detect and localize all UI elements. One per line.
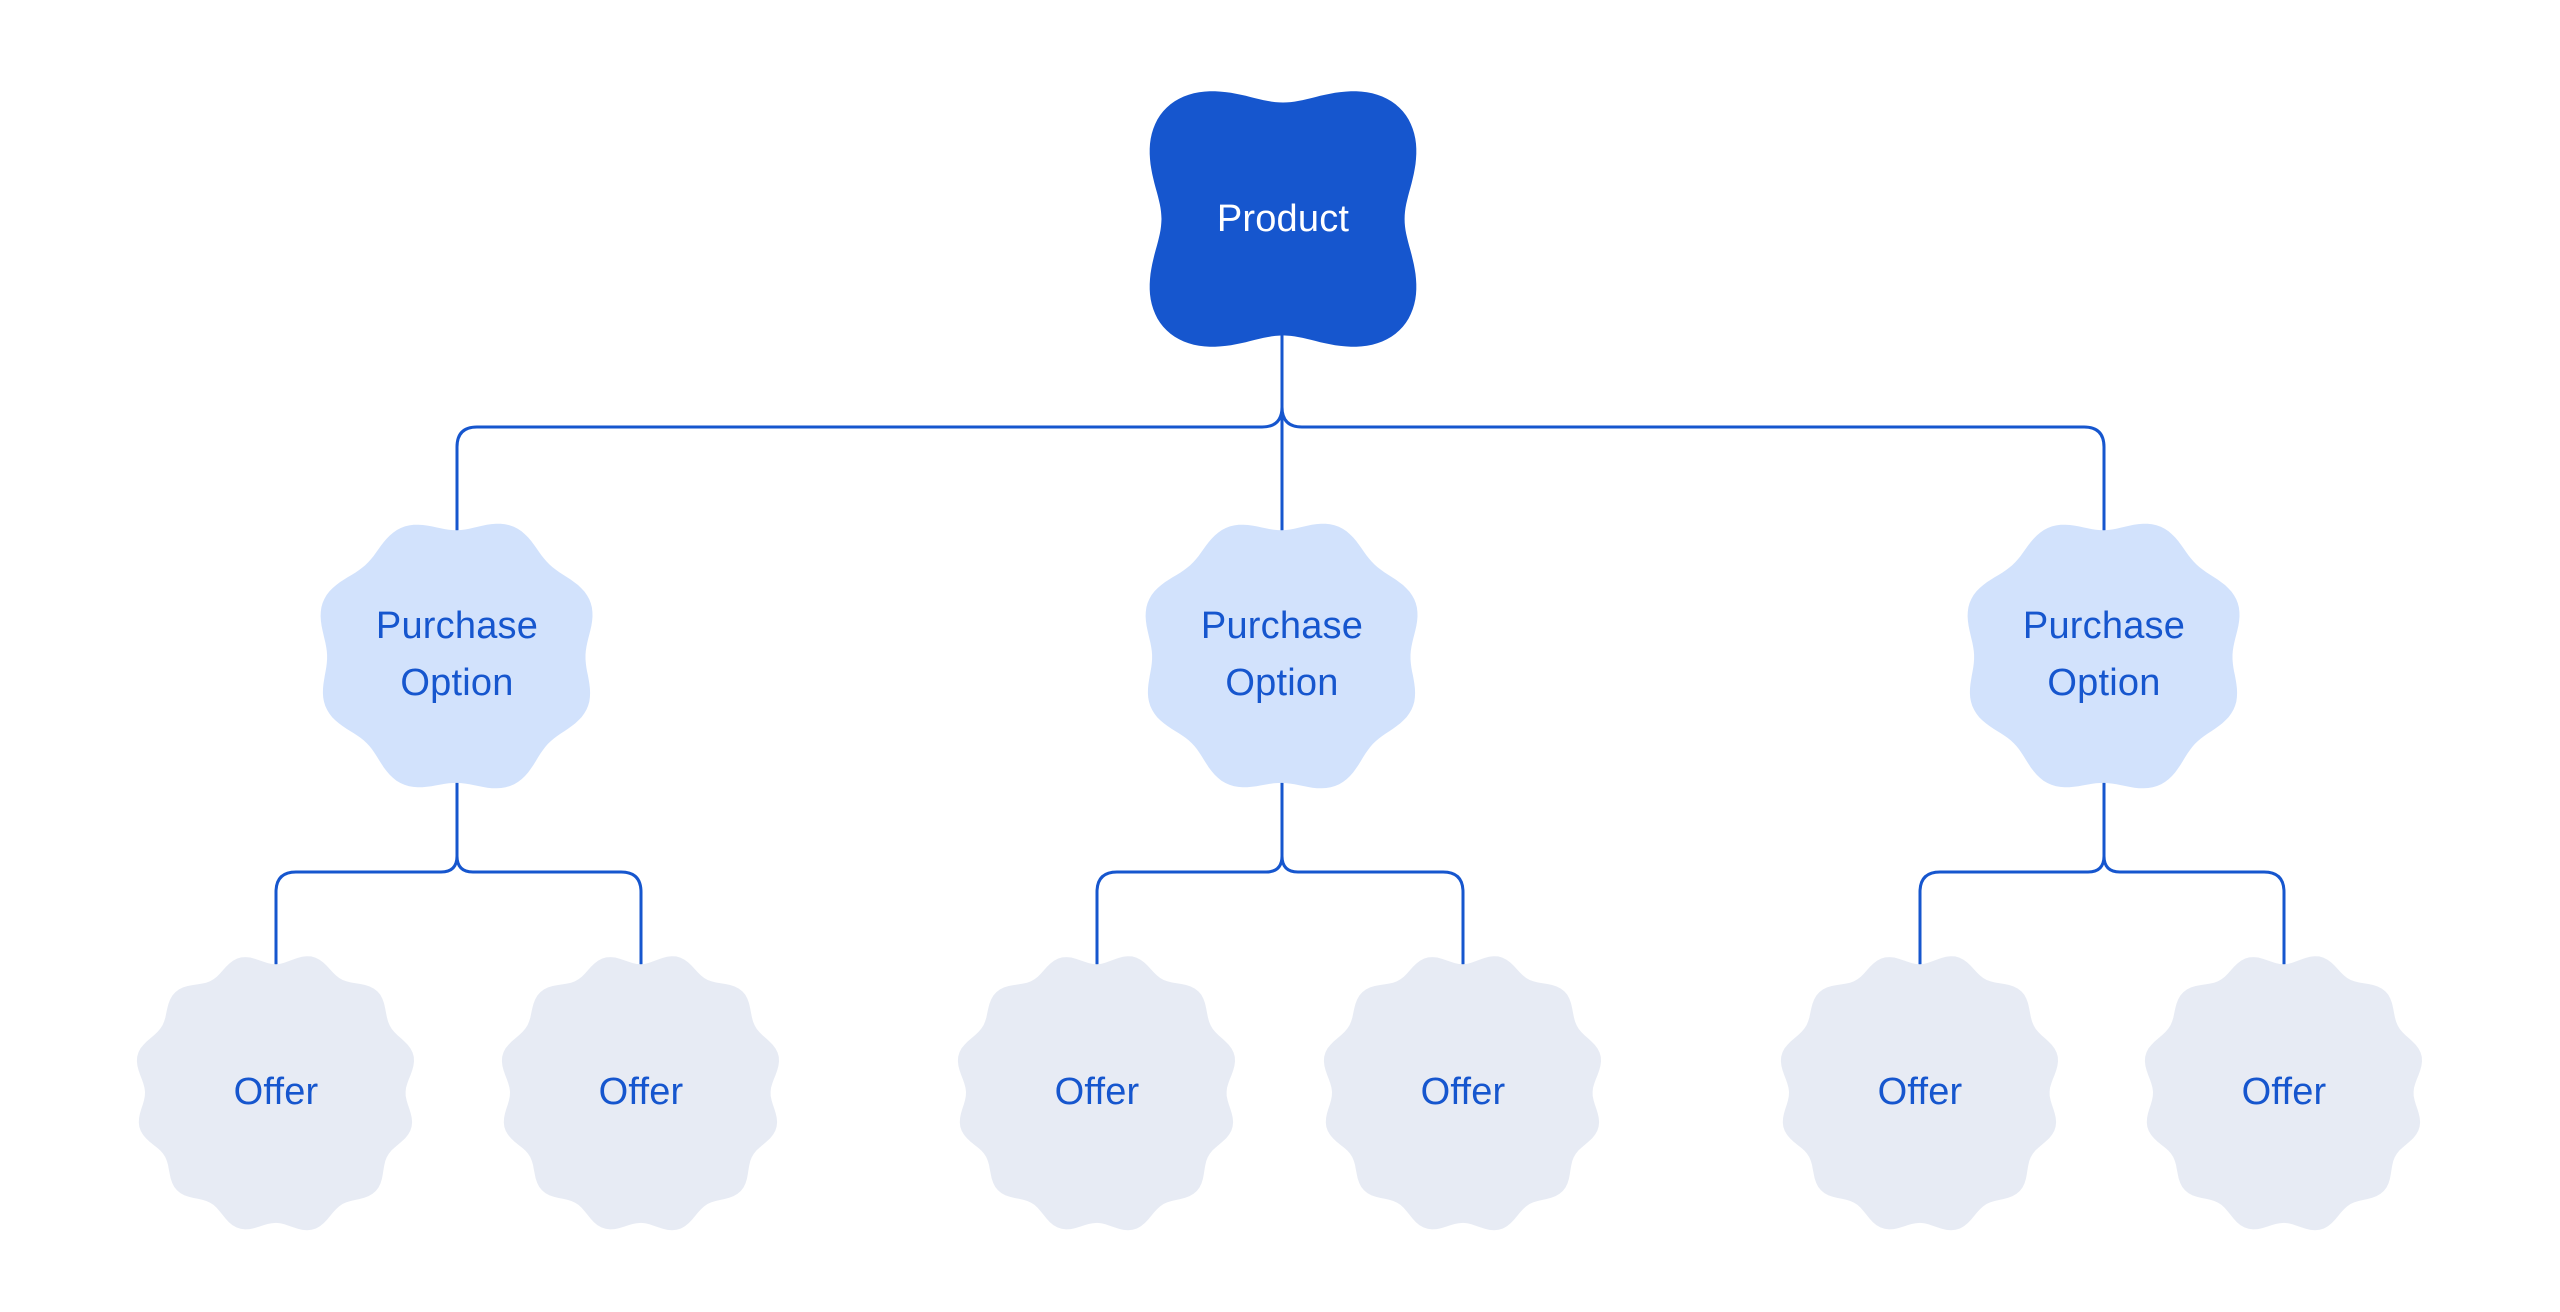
offer-scallop-shape bbox=[2144, 956, 2422, 1231]
offer-scallop-shape-path bbox=[1323, 956, 1601, 1231]
node-offer-2: Offer bbox=[498, 950, 784, 1234]
node-purchase-option-2: Purchase Option bbox=[1138, 514, 1426, 796]
offer-label: Offer bbox=[2241, 1070, 2327, 1113]
connector-option2-to-left-offer bbox=[1095, 780, 1284, 968]
offer-label: Offer bbox=[598, 1070, 684, 1113]
connector-option1-to-left-offer bbox=[274, 780, 459, 968]
connector-product-to-option1 bbox=[455, 406, 1284, 535]
offer-scallop-shape bbox=[1323, 956, 1601, 1231]
offer-scallop-shape bbox=[501, 956, 779, 1231]
purchase-option-cloud-shape-path bbox=[1145, 523, 1418, 789]
product-label: Product bbox=[1216, 197, 1350, 240]
connector-option3-to-left-offer bbox=[1918, 780, 2106, 968]
offer-scallop-shape-path bbox=[136, 956, 414, 1231]
product-blob-shape bbox=[1149, 91, 1417, 347]
node-offer-6: Offer bbox=[2141, 950, 2427, 1234]
product-blob-shape-path bbox=[1149, 91, 1417, 347]
purchase-option-label: Purchase Option bbox=[375, 605, 539, 704]
offer-scallop-shape bbox=[1780, 956, 2058, 1231]
offer-scallop-shape-path bbox=[501, 956, 779, 1231]
offer-label: Offer bbox=[233, 1070, 319, 1113]
purchase-option-label: Purchase Option bbox=[2022, 605, 2186, 704]
offer-label: Offer bbox=[1054, 1070, 1140, 1113]
purchase-option-cloud-shape bbox=[320, 523, 593, 789]
offer-scallop-shape-path bbox=[1780, 956, 2058, 1231]
purchase-option-cloud-shape bbox=[1967, 523, 2240, 789]
node-offer-1: Offer bbox=[133, 950, 419, 1234]
node-purchase-option-1: Purchase Option bbox=[313, 514, 601, 796]
purchase-option-cloud-shape-path bbox=[320, 523, 593, 789]
node-offer-3: Offer bbox=[954, 950, 1240, 1234]
offer-scallop-shape-path bbox=[957, 956, 1235, 1231]
connector-product-to-option3 bbox=[1280, 406, 2106, 535]
node-product: Product bbox=[1149, 91, 1417, 347]
connector-option3-to-right-offer bbox=[2102, 780, 2286, 968]
offer-label: Offer bbox=[1877, 1070, 1963, 1113]
offer-label: Offer bbox=[1420, 1070, 1506, 1113]
connector-option1-to-right-offer bbox=[455, 780, 643, 968]
purchase-option-label: Purchase Option bbox=[1200, 605, 1364, 704]
offer-scallop-shape bbox=[136, 956, 414, 1231]
offer-scallop-shape bbox=[957, 956, 1235, 1231]
node-purchase-option-3: Purchase Option bbox=[1960, 514, 2248, 796]
purchase-option-cloud-shape-path bbox=[1967, 523, 2240, 789]
node-offer-4: Offer bbox=[1320, 950, 1606, 1234]
connector-option2-to-right-offer bbox=[1280, 780, 1465, 968]
purchase-option-cloud-shape bbox=[1145, 523, 1418, 789]
node-offer-5: Offer bbox=[1777, 950, 2063, 1234]
offer-scallop-shape-path bbox=[2144, 956, 2422, 1231]
